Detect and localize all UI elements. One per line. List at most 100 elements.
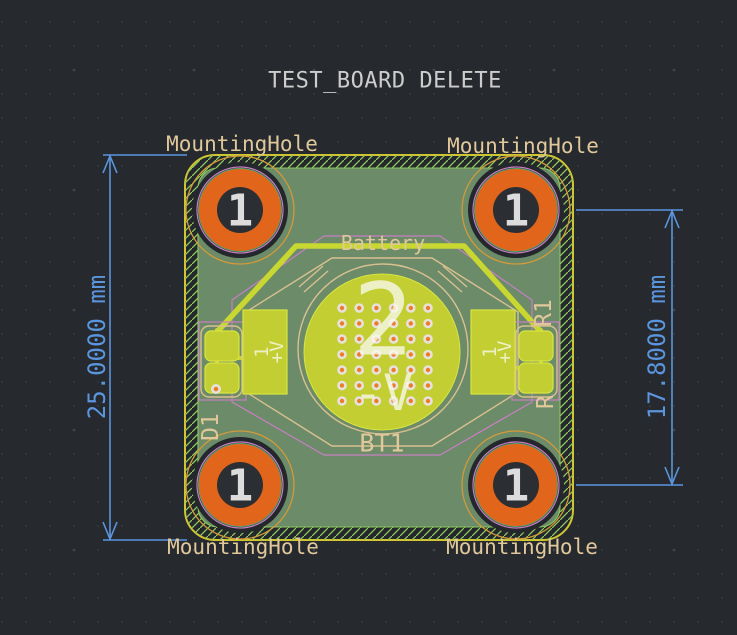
via-hole [357,336,362,342]
resistor-reference-label[interactable]: R1 [531,299,557,327]
hole-courtyard-top-right [461,155,571,265]
battery-pad-net: -V [353,364,413,422]
battery-silk-circle [297,263,469,435]
via-hole [374,352,379,357]
via-d1[interactable] [211,384,221,394]
dimension-right[interactable]: 17.8000 mm [576,208,683,487]
via-hole [339,336,345,342]
via-hole [213,386,219,392]
via-hole [425,367,431,373]
resistor-silk-outline [515,325,558,398]
via-hole [425,336,431,342]
hole-pad-number: 1 [227,186,254,237]
diode-pad-2[interactable] [204,362,240,394]
diode-pad-1[interactable] [204,330,240,362]
via-hole [374,383,379,388]
via-hole [391,321,396,326]
via-hole [425,305,431,311]
resistor-pad-1[interactable] [518,330,554,362]
arrowhead-down-icon [102,521,118,542]
via-hole [339,352,345,357]
via-hole [357,398,362,404]
via-hole [357,367,362,373]
via-hole [374,367,379,373]
hole-pink-ring [196,166,284,254]
arrowhead-up-icon [664,208,680,229]
via-hole [408,398,413,404]
hole-pad-number: 1 [227,461,254,512]
via-hole [408,383,413,388]
hole-courtyard-bottom-right [461,430,571,540]
hole-pink-ring [196,441,284,529]
side-pad-right-rect[interactable] [470,309,516,395]
battery-clip-mark-right [442,265,468,288]
mounting-hole-label-bottom-right[interactable]: MountingHole [446,535,598,559]
hole-drill [493,187,539,233]
battery-clip-mark-right-2 [437,270,463,293]
via-hole [391,305,396,311]
via-hole [374,305,379,311]
battery-via-grid [337,303,433,406]
via-hole [391,352,396,357]
side-pad-left-number: 1 [251,346,273,357]
via-hole [425,352,431,357]
hole-courtyard-bottom-left [185,430,295,540]
battery-pad[interactable]: 2 -V [303,262,461,431]
mounting-hole-label-top-left[interactable]: MountingHole [166,132,318,156]
resistor-footprint[interactable] [511,321,560,401]
hole-pad-number: 1 [503,186,530,237]
mounting-hole-top-right[interactable]: 1 [472,166,560,254]
dimension-left[interactable]: 25.0000 mm [83,153,187,542]
via-hole [339,398,345,404]
battery-clip-mark-left [298,265,324,288]
via-hole [408,321,413,326]
board-title[interactable]: TEST_BOARD DELETE [268,69,502,94]
battery-side-pad-right[interactable]: 1 +V [470,309,516,395]
battery-pad-circle[interactable] [303,273,461,431]
mounting-hole-label-bottom-left[interactable]: MountingHole [167,535,319,559]
battery-pad-number: 2 [353,262,413,379]
mounting-hole-bottom-left[interactable]: 1 [196,441,284,529]
via-hole [408,305,413,311]
via-hole [374,336,379,342]
diode-reference-label[interactable]: D1 [198,413,224,441]
battery-side-pad-left[interactable]: 1 +V [242,309,288,395]
via-hole [374,321,379,326]
hole-pink-ring [472,166,560,254]
hole-drill [217,187,263,233]
dimension-right-value[interactable]: 17.8000 mm [643,275,671,420]
via-hole [408,352,413,357]
hole-drill [217,462,263,508]
battery-clip-mark-left-2 [303,270,329,293]
dimension-left-value[interactable]: 25.0000 mm [83,275,111,420]
battery-reference-label[interactable]: BT1 [359,429,404,458]
mounting-hole-label-top-right[interactable]: MountingHole [447,134,599,158]
resistor-fab-label[interactable]: R [533,395,559,409]
side-pad-right-number: 1 [479,346,501,357]
via-hole [339,367,345,373]
side-pad-left-rect[interactable] [242,309,288,395]
via-hole [408,336,413,342]
hole-pink-ring [472,441,560,529]
via-hole [425,398,431,404]
via-hole [391,383,396,388]
via-hole [357,321,362,326]
hole-drill [493,462,539,508]
via-hole [339,305,345,311]
via-hole [408,367,413,373]
via-hole [339,321,345,326]
via-hole [425,321,431,326]
hole-courtyard-top-left [185,155,295,265]
via-hole [391,336,396,342]
via-hole [357,305,362,311]
trace-top-route[interactable] [214,243,544,335]
battery-value-label[interactable]: Battery [341,231,425,255]
mounting-hole-top-left[interactable]: 1 [196,166,284,254]
arrowhead-down-icon [664,466,680,487]
via-hole [374,398,379,404]
via-hole [391,398,396,404]
resistor-pad-2[interactable] [518,362,554,394]
mounting-hole-bottom-right[interactable]: 1 [472,441,560,529]
hole-pad-number: 1 [503,461,530,512]
